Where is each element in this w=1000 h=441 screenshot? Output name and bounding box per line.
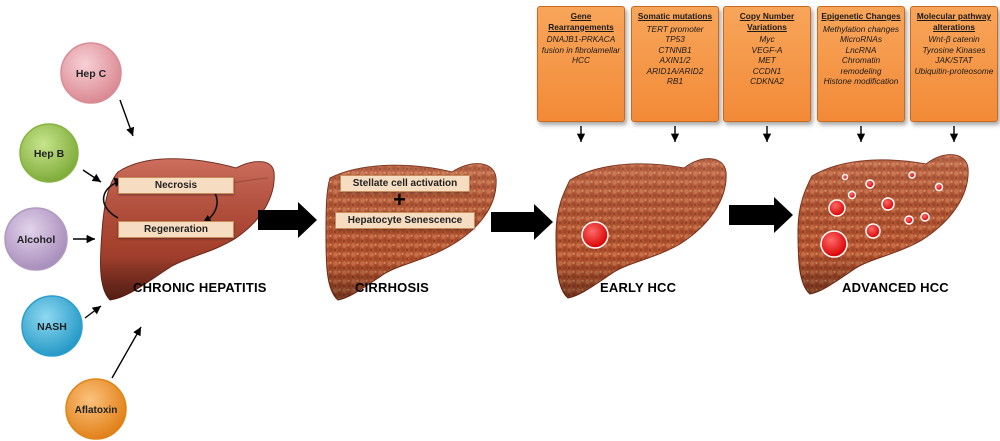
- box-item: TP53: [665, 34, 685, 44]
- box-item: Chromatin remodeling: [840, 55, 882, 76]
- arrow-nash: [84, 305, 102, 319]
- cycle-arrow-left: [102, 177, 125, 219]
- box-item: Histone modification: [823, 76, 899, 86]
- stage-label-cirrhosis: CIRRHOSIS: [355, 280, 430, 295]
- box-item: CDKNA2: [750, 76, 784, 86]
- box-item: JAK/STAT: [935, 55, 973, 65]
- box-epigenetic-changes: Epigenetic Changes Methylation changes M…: [817, 6, 905, 122]
- stellate-activation-label: Stellate cell activation: [340, 175, 470, 192]
- box-item: AXIN1/2: [659, 55, 691, 65]
- liver-cirrhosis: [325, 163, 497, 301]
- box-item: MicroRNAs: [840, 34, 882, 44]
- box-item: CTNNB1: [658, 44, 692, 55]
- plus-sign: +: [393, 187, 406, 212]
- box-item: RB1: [666, 76, 684, 86]
- stage-label-chronic-hepatitis: CHRONIC HEPATITIS: [133, 280, 267, 295]
- cause-label: Aflatoxin: [75, 405, 118, 416]
- box-title: Epigenetic Changes: [821, 11, 901, 21]
- box-item: CCDN1: [752, 65, 782, 76]
- box-item: MET: [758, 55, 776, 65]
- cause-hep-c: Hep C: [60, 42, 122, 104]
- cause-aflatoxin: Aflatoxin: [65, 378, 127, 440]
- cause-label: Hep B: [34, 148, 65, 160]
- cause-label: NASH: [37, 321, 67, 333]
- box-item: ARID1A/ARID2: [646, 65, 704, 76]
- box-gene-rearrangements: Gene Rearrangements DNAJB1-PRKACA fusion…: [537, 6, 625, 122]
- box-item: TERT promoter: [646, 23, 704, 34]
- box-arrows: [576, 126, 959, 142]
- cause-label: Hep C: [76, 68, 107, 80]
- tumor-nodules: [820, 171, 944, 258]
- box-item: Methylation changes: [822, 23, 900, 34]
- box-item: Ubiquitin-proteosome: [914, 65, 994, 76]
- cause-alcohol: Alcohol: [4, 207, 68, 271]
- box-title: Somatic mutations: [637, 11, 713, 21]
- arrow-hep-b: [82, 169, 102, 183]
- arrow-early-to-advanced: [729, 197, 793, 233]
- box-item: VEGF-A: [751, 44, 783, 55]
- arrow-aflatoxin: [111, 326, 142, 379]
- box-title: Molecular pathway alterations: [916, 11, 992, 32]
- arrow-chronic-to-cirrhosis: [258, 202, 317, 238]
- hepatocyte-senescence-label: Hepatocyte Senescence: [335, 212, 475, 229]
- box-molecular-pathway-alterations: Molecular pathway alterations Wnt-β cate…: [910, 6, 998, 122]
- liver-early-hcc: [555, 158, 727, 299]
- cause-nash: NASH: [21, 295, 83, 357]
- regeneration-label: Regeneration: [118, 221, 234, 238]
- cause-label: Alcohol: [17, 234, 56, 246]
- box-item: Tyrosine Kinases: [922, 44, 986, 55]
- stage-label-early-hcc: EARLY HCC: [600, 280, 677, 295]
- cause-hep-b: Hep B: [19, 123, 79, 183]
- liver-advanced-hcc: [797, 154, 969, 295]
- box-copy-number-variations: Copy Number Variations Myc VEGF-A MET CC…: [723, 6, 811, 122]
- box-item: Wnt-β catenin: [928, 34, 980, 44]
- stage-label-advanced-hcc: ADVANCED HCC: [842, 280, 949, 295]
- cause-arrows: [73, 99, 142, 379]
- stage-arrows: [258, 197, 793, 240]
- box-somatic-mutations: Somatic mutations TERT promoter TP53 CTN…: [631, 6, 719, 122]
- box-item: LncRNA: [845, 44, 877, 55]
- box-title: Gene Rearrangements: [548, 11, 614, 32]
- arrow-cirrhosis-to-early: [491, 204, 553, 240]
- necrosis-label: Necrosis: [118, 177, 234, 194]
- tumor-nodule: [581, 221, 609, 249]
- box-item: DNAJB1-PRKACA fusion in fibrolamellar HC…: [541, 34, 621, 65]
- arrow-hep-c: [119, 99, 135, 137]
- box-item: Myc: [759, 34, 775, 44]
- box-title: Copy Number Variations: [739, 11, 795, 32]
